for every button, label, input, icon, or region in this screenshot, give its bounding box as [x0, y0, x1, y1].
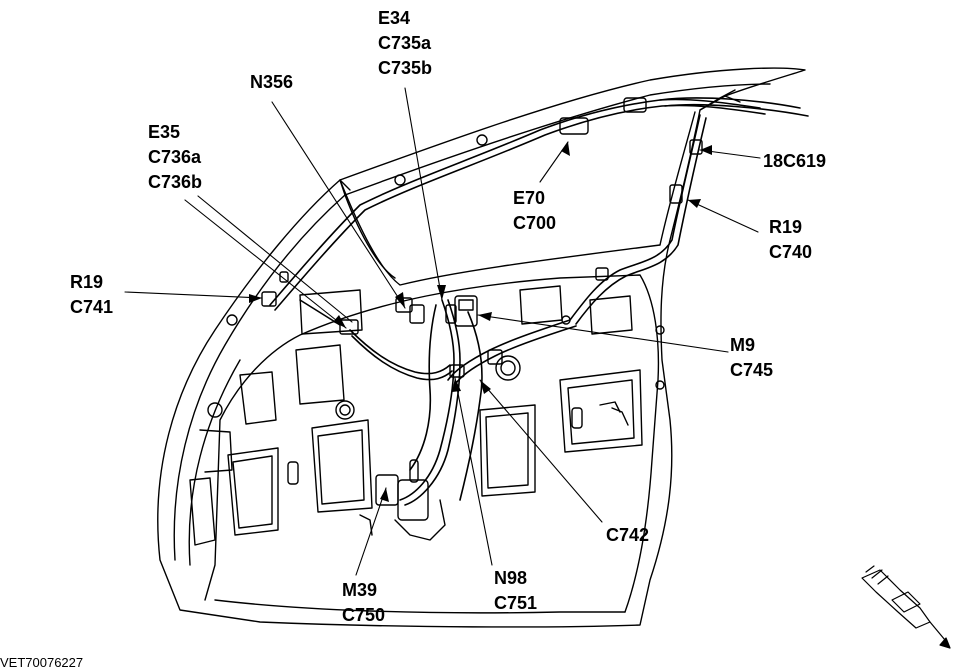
- wiring-harness: [269, 97, 809, 506]
- callout-label: M9: [730, 335, 756, 355]
- callout-label: C735a: [378, 33, 432, 53]
- leader-e35-a: [184, 199, 347, 329]
- callout-label: C700: [513, 213, 557, 233]
- connectors: [261, 97, 703, 541]
- callout-label: C736b: [148, 172, 203, 192]
- callout-label: C735b: [378, 58, 433, 78]
- callout-n356: N356: [250, 70, 293, 95]
- callout-label: C742: [606, 525, 650, 545]
- callout-e70: E70 C700: [513, 186, 556, 236]
- figure-id: VET70076227: [0, 655, 84, 670]
- callout-label: M39: [342, 580, 378, 600]
- callout-label: 18C619: [763, 151, 827, 171]
- leader-c742: [479, 379, 603, 523]
- callout-label: C751: [494, 593, 538, 613]
- leader-n98: [454, 377, 493, 566]
- callout-18c619: 18C619: [763, 149, 826, 174]
- callout-label: R19: [769, 217, 803, 237]
- vehicle-orientation-icon: [861, 565, 951, 649]
- leader-m9: [477, 314, 729, 353]
- callout-label: E70: [513, 188, 546, 208]
- callout-label: R19: [70, 272, 104, 292]
- leader-e35-b: [197, 195, 353, 323]
- callout-n98: N98 C751: [494, 566, 537, 616]
- leader-n356: [271, 101, 406, 309]
- callout-label: N98: [494, 568, 528, 588]
- leader-e34: [404, 87, 443, 301]
- callout-r19-c740: R19 C740: [769, 215, 812, 265]
- callout-e35: E35 C736a C736b: [148, 120, 202, 195]
- inner-panel-cutouts: [189, 285, 665, 546]
- callout-label: N356: [250, 72, 294, 92]
- leader-lines: [124, 87, 761, 576]
- callout-label: E35: [148, 122, 181, 142]
- callout-m39: M39 C750: [342, 578, 385, 628]
- leader-r19-c740: [687, 199, 759, 233]
- callout-label: C741: [70, 297, 114, 317]
- callout-r19-c741: R19 C741: [70, 270, 113, 320]
- callout-label: C736a: [148, 147, 202, 167]
- leader-m39: [355, 487, 387, 576]
- leader-arrowheads: [249, 142, 712, 502]
- callout-label: C745: [730, 360, 774, 380]
- callout-label: C750: [342, 605, 386, 625]
- callout-label: C740: [769, 242, 813, 262]
- callout-label: E34: [378, 8, 411, 28]
- leader-r19-c741: [124, 291, 263, 299]
- callout-m9: M9 C745: [730, 333, 773, 383]
- callout-c742: C742: [606, 523, 649, 548]
- callout-e34: E34 C735a C735b: [378, 6, 432, 81]
